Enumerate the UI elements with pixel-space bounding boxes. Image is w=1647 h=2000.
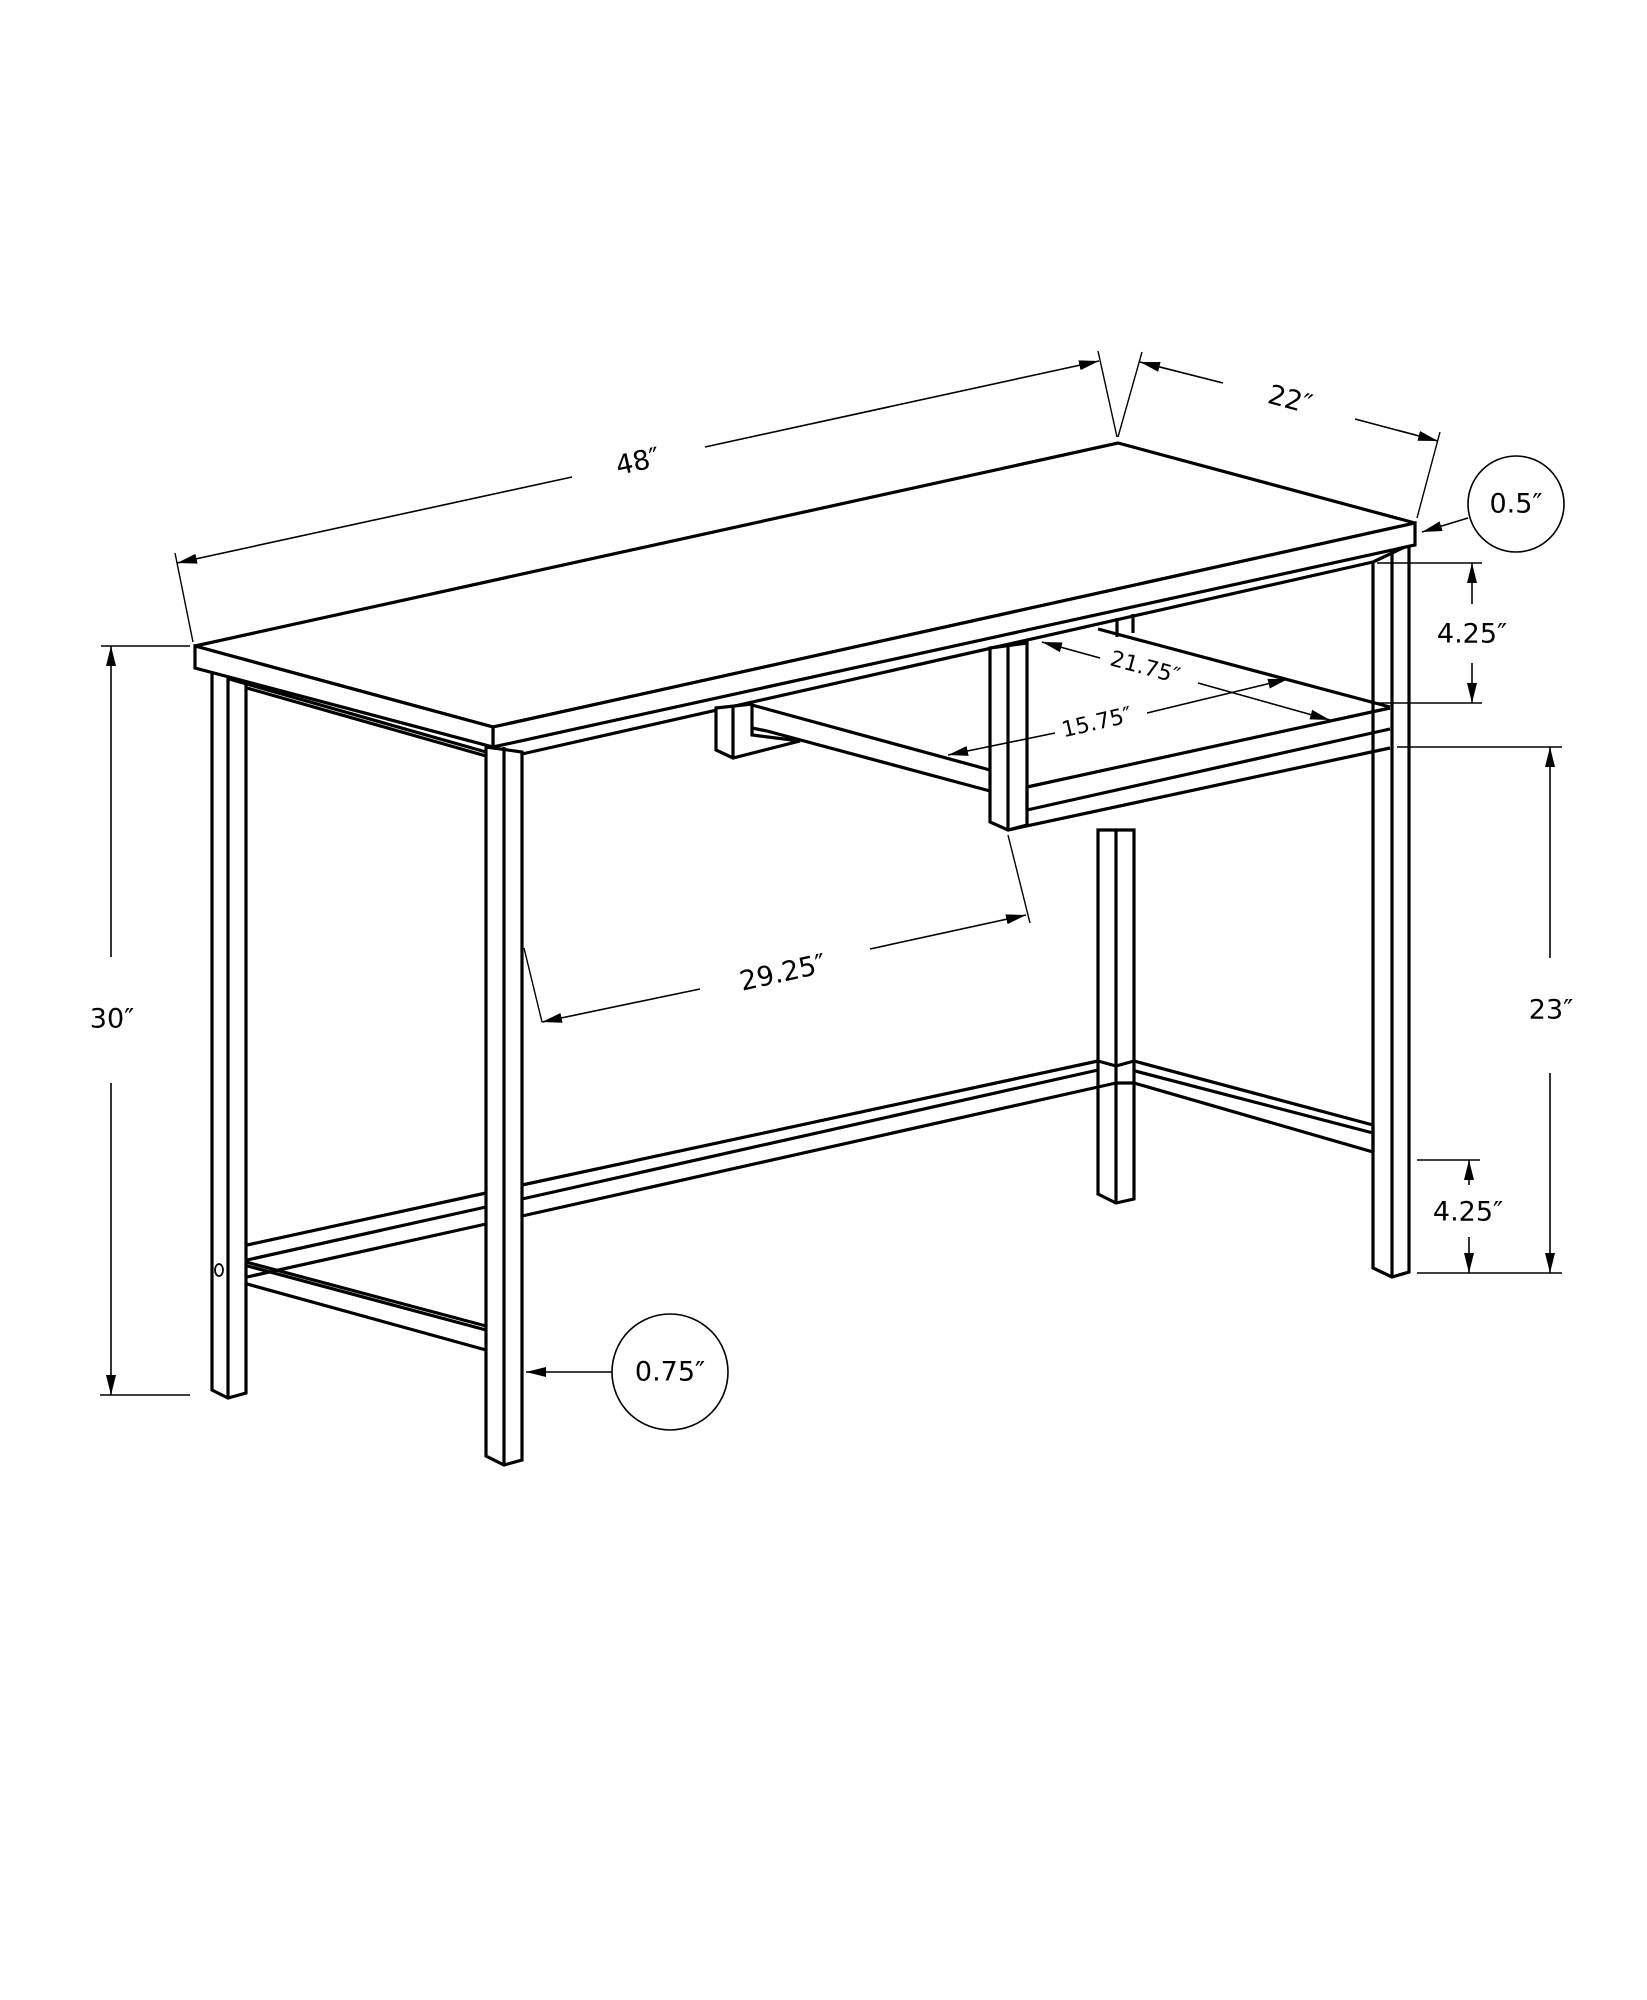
desk-frame xyxy=(193,441,1417,1467)
bolt-hole xyxy=(214,1263,224,1277)
dim-leg-size-callout: 0.75″ xyxy=(526,1313,729,1431)
dim-stretcher-height: 4.25″ xyxy=(1417,1159,1503,1273)
dim-label-shelf-height: 23″ xyxy=(1529,995,1573,1026)
right-side-stretcher xyxy=(1115,1059,1374,1154)
dim-label-stretcher-height: 4.25″ xyxy=(1433,1197,1503,1228)
callout-circle xyxy=(1467,455,1565,553)
dimension-annotations: 48″ 22″ 0.5″ 4.25″ 21.75″ xyxy=(90,350,1573,1431)
dim-label-shelf-width: 15.75″ xyxy=(1059,703,1134,743)
front-apron xyxy=(521,560,1374,756)
dim-label-depth: 22″ xyxy=(1265,379,1316,420)
back-middle-leg xyxy=(1096,614,1136,1205)
dim-label-leg-size: 0.75″ xyxy=(635,1357,705,1388)
dim-shelf-height: 23″ xyxy=(1397,746,1573,1274)
right-leg xyxy=(1371,542,1411,1279)
tabletop xyxy=(193,441,1417,750)
dim-label-shelf-depth: 21.75″ xyxy=(1107,647,1182,690)
back-stretcher xyxy=(246,1059,1117,1279)
dim-label-width: 48″ xyxy=(613,442,663,482)
dim-label-knee-clearance: 29.25″ xyxy=(737,948,829,997)
keyboard-shelf xyxy=(714,627,1391,832)
dim-label-shelf-gap: 4.25″ xyxy=(1437,619,1507,650)
dim-label-total-height: 30″ xyxy=(90,1004,134,1035)
left-leg xyxy=(210,665,248,1400)
dim-shelf-gap: 4.25″ xyxy=(1377,562,1507,704)
left-side-stretcher xyxy=(228,1259,487,1352)
dim-top-thickness-callout: 0.5″ xyxy=(1421,455,1565,553)
left-apron xyxy=(228,677,487,758)
front-leg xyxy=(484,745,524,1467)
callout-circle xyxy=(611,1313,729,1431)
dim-total-height: 30″ xyxy=(90,645,190,1396)
dim-knee-clearance: 29.25″ xyxy=(523,834,1031,1023)
dim-label-top-thickness: 0.5″ xyxy=(1489,489,1542,520)
